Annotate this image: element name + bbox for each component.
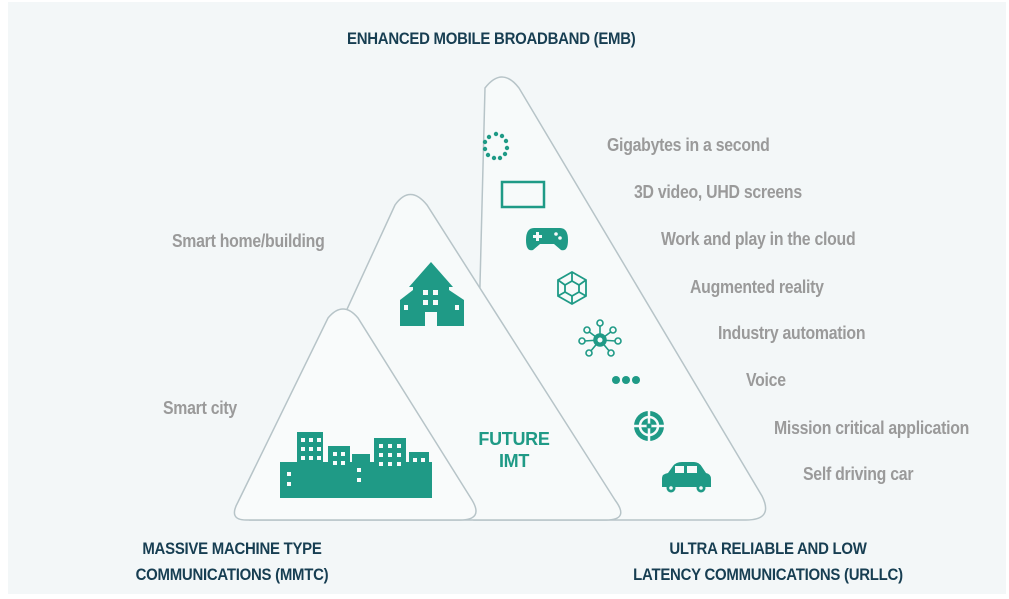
feature-cloud: Work and play in the cloud — [661, 229, 856, 249]
urllc-heading: ULTRA RELIABLE AND LOW LATENCY COMMUNICA… — [620, 539, 916, 585]
feature-3d-video: 3D video, UHD screens — [634, 182, 802, 202]
feature-mission-critical: Mission critical application — [774, 418, 970, 438]
mmtc-heading: MASSIVE MACHINE TYPE COMMUNICATIONS (MMT… — [91, 539, 373, 585]
target-icon — [634, 411, 664, 441]
smart-home-icon — [400, 262, 464, 326]
mmtc-heading-line-2: COMMUNICATIONS (MMTC) — [135, 565, 329, 584]
cube-icon — [557, 270, 587, 306]
feature-smart-city: Smart city — [163, 398, 237, 418]
dots-icon — [612, 376, 640, 384]
screen-icon — [500, 180, 546, 209]
future-imt-line-2: IMT — [498, 451, 530, 471]
feature-self-driving-car: Self driving car — [803, 464, 914, 484]
feature-industry-automation: Industry automation — [718, 323, 866, 343]
feature-smart-home: Smart home/building — [172, 231, 325, 251]
gamepad-icon — [526, 228, 568, 251]
car-icon — [662, 462, 711, 493]
emb-heading: ENHANCED MOBILE BROADBAND (EMB) — [347, 29, 636, 48]
urllc-heading-line-1: ULTRA RELIABLE AND LOW — [669, 539, 867, 558]
dotted-circle-icon — [482, 131, 510, 161]
future-imt-label: FUTURE IMT — [474, 428, 554, 472]
smart-city-icon — [280, 432, 432, 498]
future-imt-line-1: FUTURE — [478, 429, 550, 449]
mmtc-heading-line-1: MASSIVE MACHINE TYPE — [142, 539, 322, 558]
urllc-heading-line-2: LATENCY COMMUNICATIONS (URLLC) — [633, 565, 903, 584]
feature-voice: Voice — [746, 370, 786, 390]
feature-augmented-reality: Augmented reality — [690, 277, 824, 297]
feature-gigabytes: Gigabytes in a second — [607, 135, 770, 155]
network-icon — [578, 319, 622, 357]
